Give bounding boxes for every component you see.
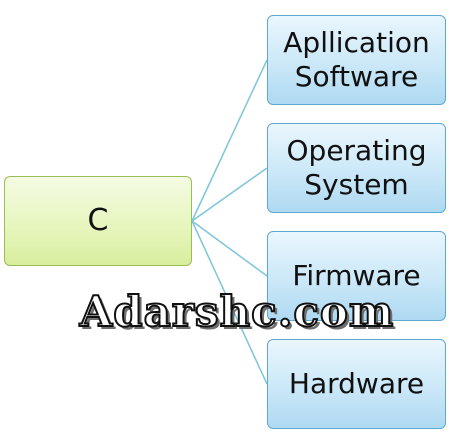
root-node-c: C [4,176,192,266]
child-node-label: Operating System [286,134,427,201]
root-node-label: C [87,203,109,238]
child-node-label: Firmware [292,259,421,293]
connector-to-application-software [191,59,268,222]
connector-to-operating-system [191,167,268,222]
child-node-operating-system: Operating System [267,123,446,213]
child-node-hardware: Hardware [267,339,446,429]
child-node-label: Hardware [288,367,425,401]
connector-to-hardware [191,220,268,385]
connector-to-firmware [191,220,268,277]
child-node-label: Apllication Software [283,26,430,93]
child-node-firmware: Firmware [267,231,446,321]
watermark-text: Adarshc.com [79,286,395,337]
child-node-application-software: Apllication Software [267,15,446,105]
